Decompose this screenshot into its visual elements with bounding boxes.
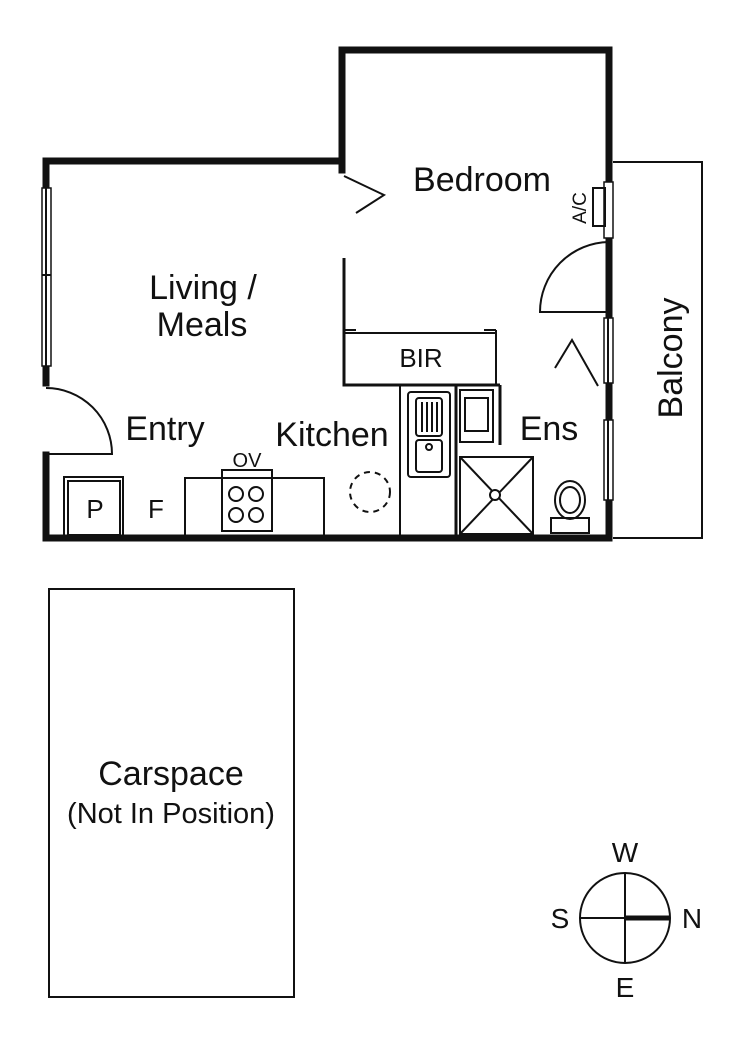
bedroom-label: Bedroom [413, 161, 551, 199]
ac-label: A/C [570, 192, 591, 224]
carspace-label-line2: (Not In Position) [67, 798, 275, 830]
balcony-label: Balcony [652, 298, 690, 419]
balcony-outline [613, 161, 703, 539]
appliance-dashed-icon [349, 471, 391, 513]
compass-south-label: S [551, 903, 570, 934]
living-label-line2: Meals [157, 306, 248, 344]
living-label-line1: Living / [149, 269, 257, 307]
ac-unit-icon [592, 187, 606, 227]
interior-walls [342, 258, 502, 538]
cooktop-icon [221, 477, 273, 532]
carspace-label-line1: Carspace [98, 755, 244, 793]
compass-west-label: W [612, 837, 639, 868]
bedroom-door-icon [343, 175, 387, 214]
kitchen-label: Kitchen [275, 416, 388, 454]
toilet-icon [550, 517, 590, 534]
entry-label: Entry [125, 410, 204, 448]
compass-east-label: E [616, 972, 635, 1003]
doors [45, 175, 610, 455]
entry-door-swing-icon [45, 387, 114, 455]
compass: W E S N [551, 837, 702, 1003]
shower-icon [459, 456, 534, 535]
balcony-door-swing-icon [538, 241, 610, 313]
carspace-outline [48, 588, 295, 998]
kitchen-fixtures [63, 391, 451, 538]
ensuite-door-icon [554, 338, 599, 387]
ensuite-label: Ens [520, 410, 579, 448]
ensuite-fixtures [459, 389, 590, 535]
oven-label: OV [233, 450, 263, 472]
compass-north-label: N [682, 903, 702, 934]
fridge-label: F [148, 494, 164, 524]
sink-icon [407, 391, 451, 478]
bir-label: BIR [399, 343, 442, 373]
vanity-icon [459, 389, 494, 443]
pantry-label: P [86, 494, 103, 524]
